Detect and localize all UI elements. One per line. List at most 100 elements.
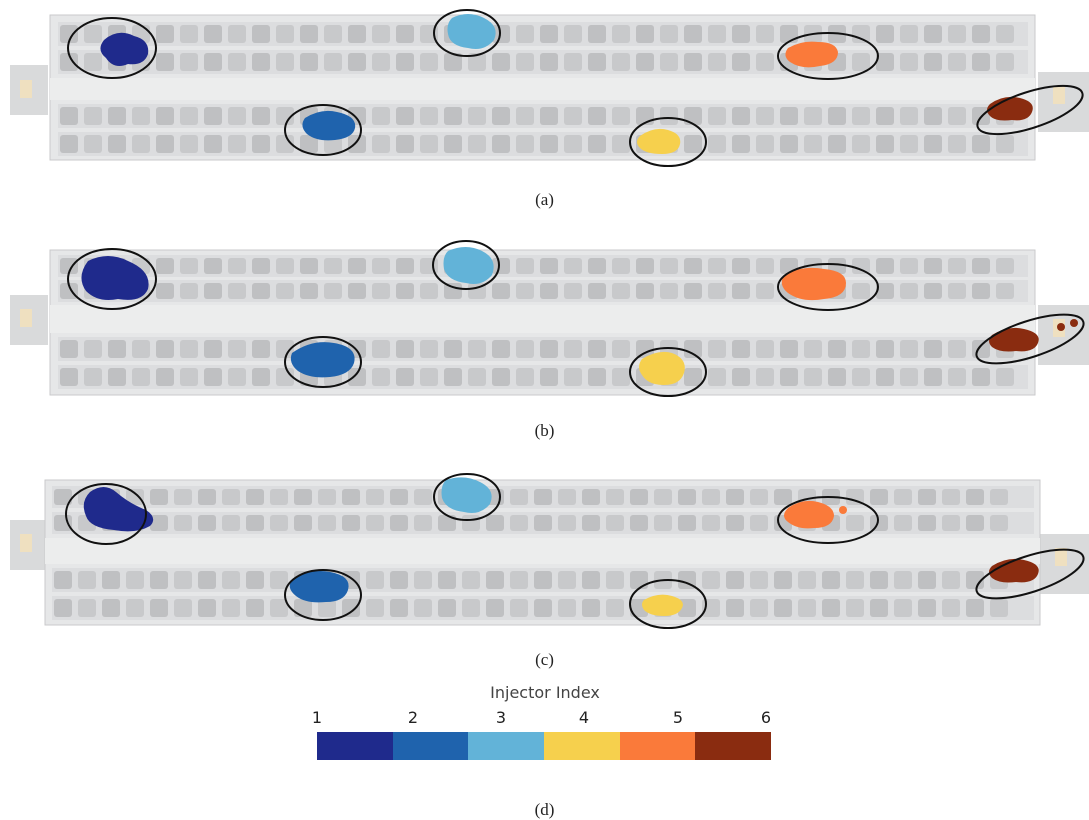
seat bbox=[966, 599, 984, 617]
seat bbox=[630, 571, 648, 589]
seat bbox=[876, 258, 894, 274]
seat bbox=[612, 107, 630, 125]
seat bbox=[150, 489, 168, 505]
seat bbox=[660, 107, 678, 125]
seat bbox=[972, 368, 990, 386]
seat bbox=[252, 135, 270, 153]
seat bbox=[996, 283, 1014, 299]
seat bbox=[828, 135, 846, 153]
seat bbox=[444, 368, 462, 386]
seat bbox=[924, 340, 942, 358]
seat bbox=[198, 571, 216, 589]
seat bbox=[828, 107, 846, 125]
seat bbox=[204, 107, 222, 125]
plume-injector-5 bbox=[784, 500, 834, 529]
highlight-ellipse bbox=[433, 473, 501, 521]
seat bbox=[900, 340, 918, 358]
seat bbox=[300, 283, 318, 299]
seat bbox=[492, 135, 510, 153]
seat bbox=[948, 283, 966, 299]
seat bbox=[156, 283, 174, 299]
seat bbox=[420, 368, 438, 386]
seat bbox=[60, 340, 78, 358]
seat bbox=[948, 340, 966, 358]
seat bbox=[540, 340, 558, 358]
seat bbox=[708, 107, 726, 125]
door-window-left bbox=[20, 80, 32, 98]
seat bbox=[732, 53, 750, 71]
seat bbox=[612, 258, 630, 274]
seat bbox=[204, 283, 222, 299]
seat bbox=[516, 53, 534, 71]
seat bbox=[612, 340, 630, 358]
seat bbox=[468, 135, 486, 153]
seat bbox=[348, 135, 366, 153]
door-window-right bbox=[1053, 86, 1065, 104]
seat bbox=[348, 283, 366, 299]
seat bbox=[252, 25, 270, 43]
seat bbox=[804, 368, 822, 386]
seat bbox=[486, 599, 504, 617]
panel-caption: (a) bbox=[535, 190, 554, 209]
seat bbox=[702, 571, 720, 589]
seat bbox=[846, 515, 864, 531]
seat bbox=[540, 258, 558, 274]
seat bbox=[438, 571, 456, 589]
seat bbox=[756, 53, 774, 71]
seat bbox=[438, 515, 456, 531]
seat bbox=[246, 515, 264, 531]
seat bbox=[156, 53, 174, 71]
seat bbox=[54, 571, 72, 589]
seat bbox=[414, 571, 432, 589]
seat bbox=[780, 135, 798, 153]
seat bbox=[846, 599, 864, 617]
seat bbox=[894, 599, 912, 617]
plume-injector-3 bbox=[441, 477, 492, 513]
plume-injector-6 bbox=[987, 96, 1033, 121]
seat bbox=[918, 515, 936, 531]
seat bbox=[204, 135, 222, 153]
panel-caption: (c) bbox=[535, 650, 554, 669]
droplet bbox=[839, 506, 847, 514]
seat bbox=[924, 107, 942, 125]
seat bbox=[276, 25, 294, 43]
seat bbox=[510, 571, 528, 589]
seat bbox=[492, 340, 510, 358]
seat bbox=[462, 571, 480, 589]
seat bbox=[252, 340, 270, 358]
seat bbox=[534, 489, 552, 505]
seat bbox=[990, 515, 1008, 531]
plume-injector-2 bbox=[289, 571, 349, 603]
seat bbox=[564, 258, 582, 274]
seat bbox=[414, 599, 432, 617]
seat bbox=[60, 135, 78, 153]
seat bbox=[540, 25, 558, 43]
seat bbox=[846, 489, 864, 505]
plume-injector-4 bbox=[637, 128, 681, 154]
colorbar-segment-4 bbox=[544, 732, 620, 760]
seat bbox=[396, 283, 414, 299]
colorbar-tick: 1 bbox=[311, 708, 323, 727]
seat bbox=[276, 107, 294, 125]
colorbar bbox=[317, 732, 772, 760]
seat bbox=[132, 135, 150, 153]
seat bbox=[660, 283, 678, 299]
colorbar-segment-1 bbox=[317, 732, 393, 760]
colorbar-tick: 2 bbox=[407, 708, 419, 727]
seat bbox=[516, 368, 534, 386]
seat-rows bbox=[52, 486, 1034, 620]
seat bbox=[396, 258, 414, 274]
seat bbox=[54, 599, 72, 617]
seat bbox=[924, 368, 942, 386]
panel-c: (c) bbox=[0, 470, 1089, 669]
seat bbox=[660, 258, 678, 274]
seat bbox=[180, 53, 198, 71]
seat bbox=[156, 25, 174, 43]
seat bbox=[846, 571, 864, 589]
seat bbox=[606, 489, 624, 505]
seat bbox=[486, 515, 504, 531]
cabin-view-c bbox=[10, 473, 1089, 629]
seat bbox=[726, 515, 744, 531]
seat-rows bbox=[58, 255, 1028, 389]
seat bbox=[564, 135, 582, 153]
